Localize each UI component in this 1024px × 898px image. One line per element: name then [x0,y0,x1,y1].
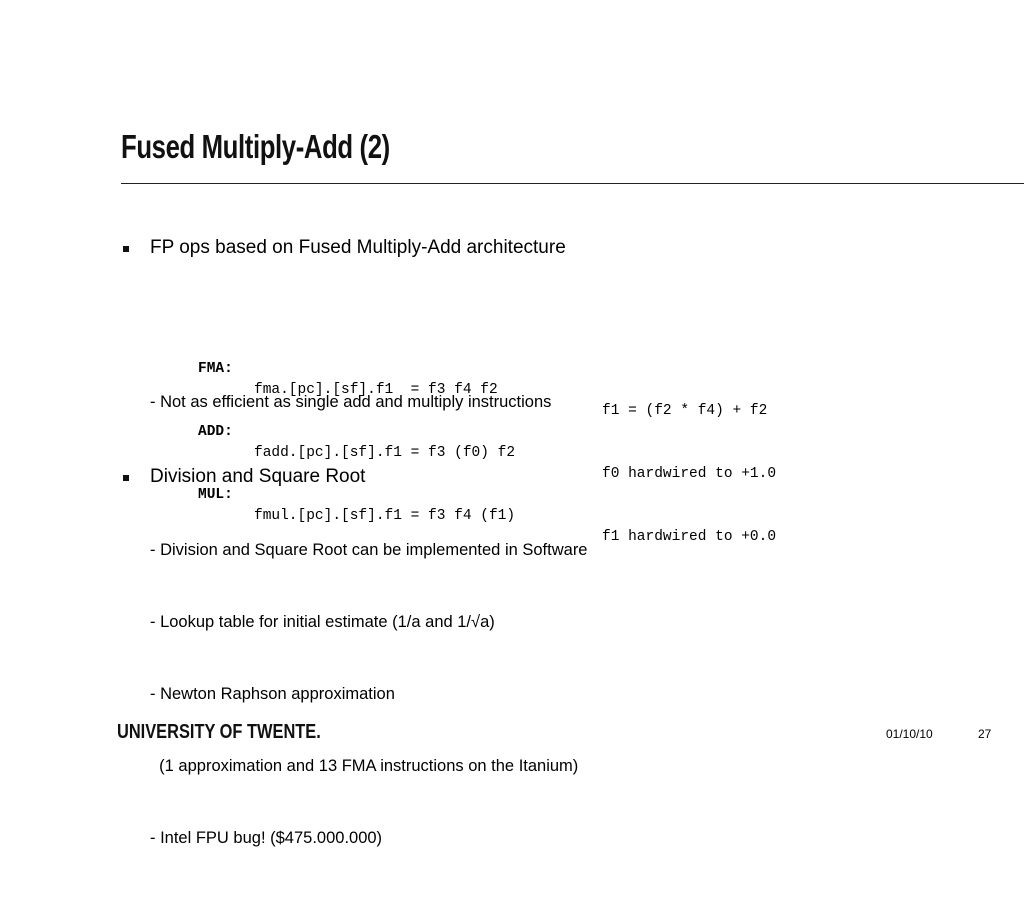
code-instruction: fma.[pc].[sf].f1 = f3 f4 f2 [254,382,498,398]
code-instruction: fmul.[pc].[sf].f1 = f3 f4 (f1) [254,508,516,524]
square-bullet-icon [123,475,129,481]
bullet-marker-1 [123,245,129,255]
code-label: MUL: [198,487,233,503]
code-line-mul: MUL: fmul.[pc].[sf].f1 = f3 f4 (f1) f1 h… [198,464,776,545]
code-note: f1 hardwired to +0.0 [602,529,777,545]
code-label: FMA: [198,361,233,377]
detail-line: - Division and Square Root can be implem… [150,541,588,559]
page-number: 27 [978,727,992,741]
division-details: - Division and Square Root can be implem… [150,490,587,898]
slide-title: Fused Multiply-Add (2) [121,128,390,165]
bullet-division-sqrt: Division and Square Root [150,466,366,487]
code-note: f1 = (f2 * f4) + f2 [602,403,768,419]
code-label: ADD: [198,424,233,440]
square-bullet-icon [123,246,129,252]
detail-line: - Intel FPU bug! ($475.000.000) [150,829,383,847]
university-logo: UNIVERSITY OF TWENTE. [117,721,321,743]
code-instruction: fadd.[pc].[sf].f1 = f3 (f0) f2 [254,445,516,461]
detail-line: - Lookup table for initial estimate (1/a… [150,613,495,631]
bullet-marker-2 [123,474,129,484]
code-note: f0 hardwired to +1.0 [602,466,777,482]
footer-date: 01/10/10 [886,727,933,741]
code-line-add: ADD: fadd.[pc].[sf].f1 = f3 (f0) f2 f0 h… [198,401,776,482]
code-block: FMA: fma.[pc].[sf].f1 = f3 f4 f2 f1 = (f… [198,296,776,545]
efficiency-note: - Not as efficient as single add and mul… [150,393,552,411]
detail-line: - Newton Raphson approximation [150,685,395,703]
detail-line: (1 approximation and 13 FMA instructions… [150,757,579,775]
title-divider [121,183,1024,184]
code-line-fma: FMA: fma.[pc].[sf].f1 = f3 f4 f2 f1 = (f… [198,338,767,419]
bullet-fp-ops: FP ops based on Fused Multiply-Add archi… [150,237,566,258]
